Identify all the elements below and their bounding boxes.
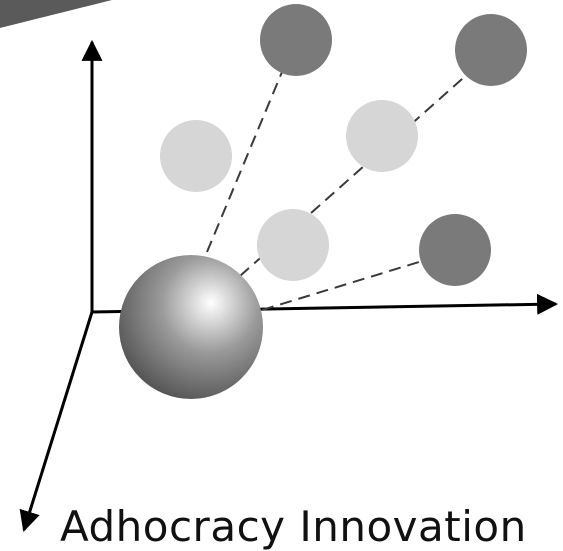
node-dark-right: [419, 214, 491, 286]
diagonal-axis-arrow: [19, 311, 94, 533]
node-light-center: [257, 209, 329, 281]
node-dark-top: [260, 4, 332, 76]
node-dark-top-right: [455, 14, 527, 86]
node-light-left: [160, 120, 232, 192]
hub-sphere: [119, 255, 263, 399]
link-line-top-right: [239, 71, 471, 277]
corner-decoration-shape: [0, 0, 112, 28]
caption-text: Adhocracy Innovation: [60, 502, 527, 551]
link-line-top: [206, 71, 283, 253]
link-line-right: [261, 257, 433, 311]
node-light-mid: [346, 100, 418, 172]
